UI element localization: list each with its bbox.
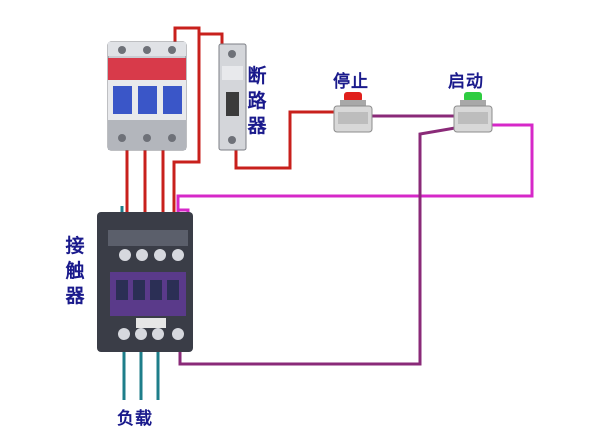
load-label: 负载 (117, 409, 153, 429)
holding-contact-wire (178, 126, 456, 366)
breaker-label: 断路器 (247, 65, 267, 137)
breaker-link-wire (173, 26, 224, 44)
start-to-coil-wire (176, 123, 534, 232)
stop-button-label: 停止 (333, 72, 369, 92)
three-pole-breaker (107, 41, 187, 151)
control-feed-wire (234, 110, 335, 170)
breaker-link-wire-2 (172, 34, 201, 232)
single-pole-breaker (218, 43, 247, 151)
start-button-label: 启动 (448, 72, 484, 92)
contactor (97, 212, 193, 352)
stop-button (333, 92, 373, 133)
start-button (453, 92, 493, 133)
contactor-label: 接触器 (65, 235, 85, 307)
power-wires (125, 26, 335, 232)
